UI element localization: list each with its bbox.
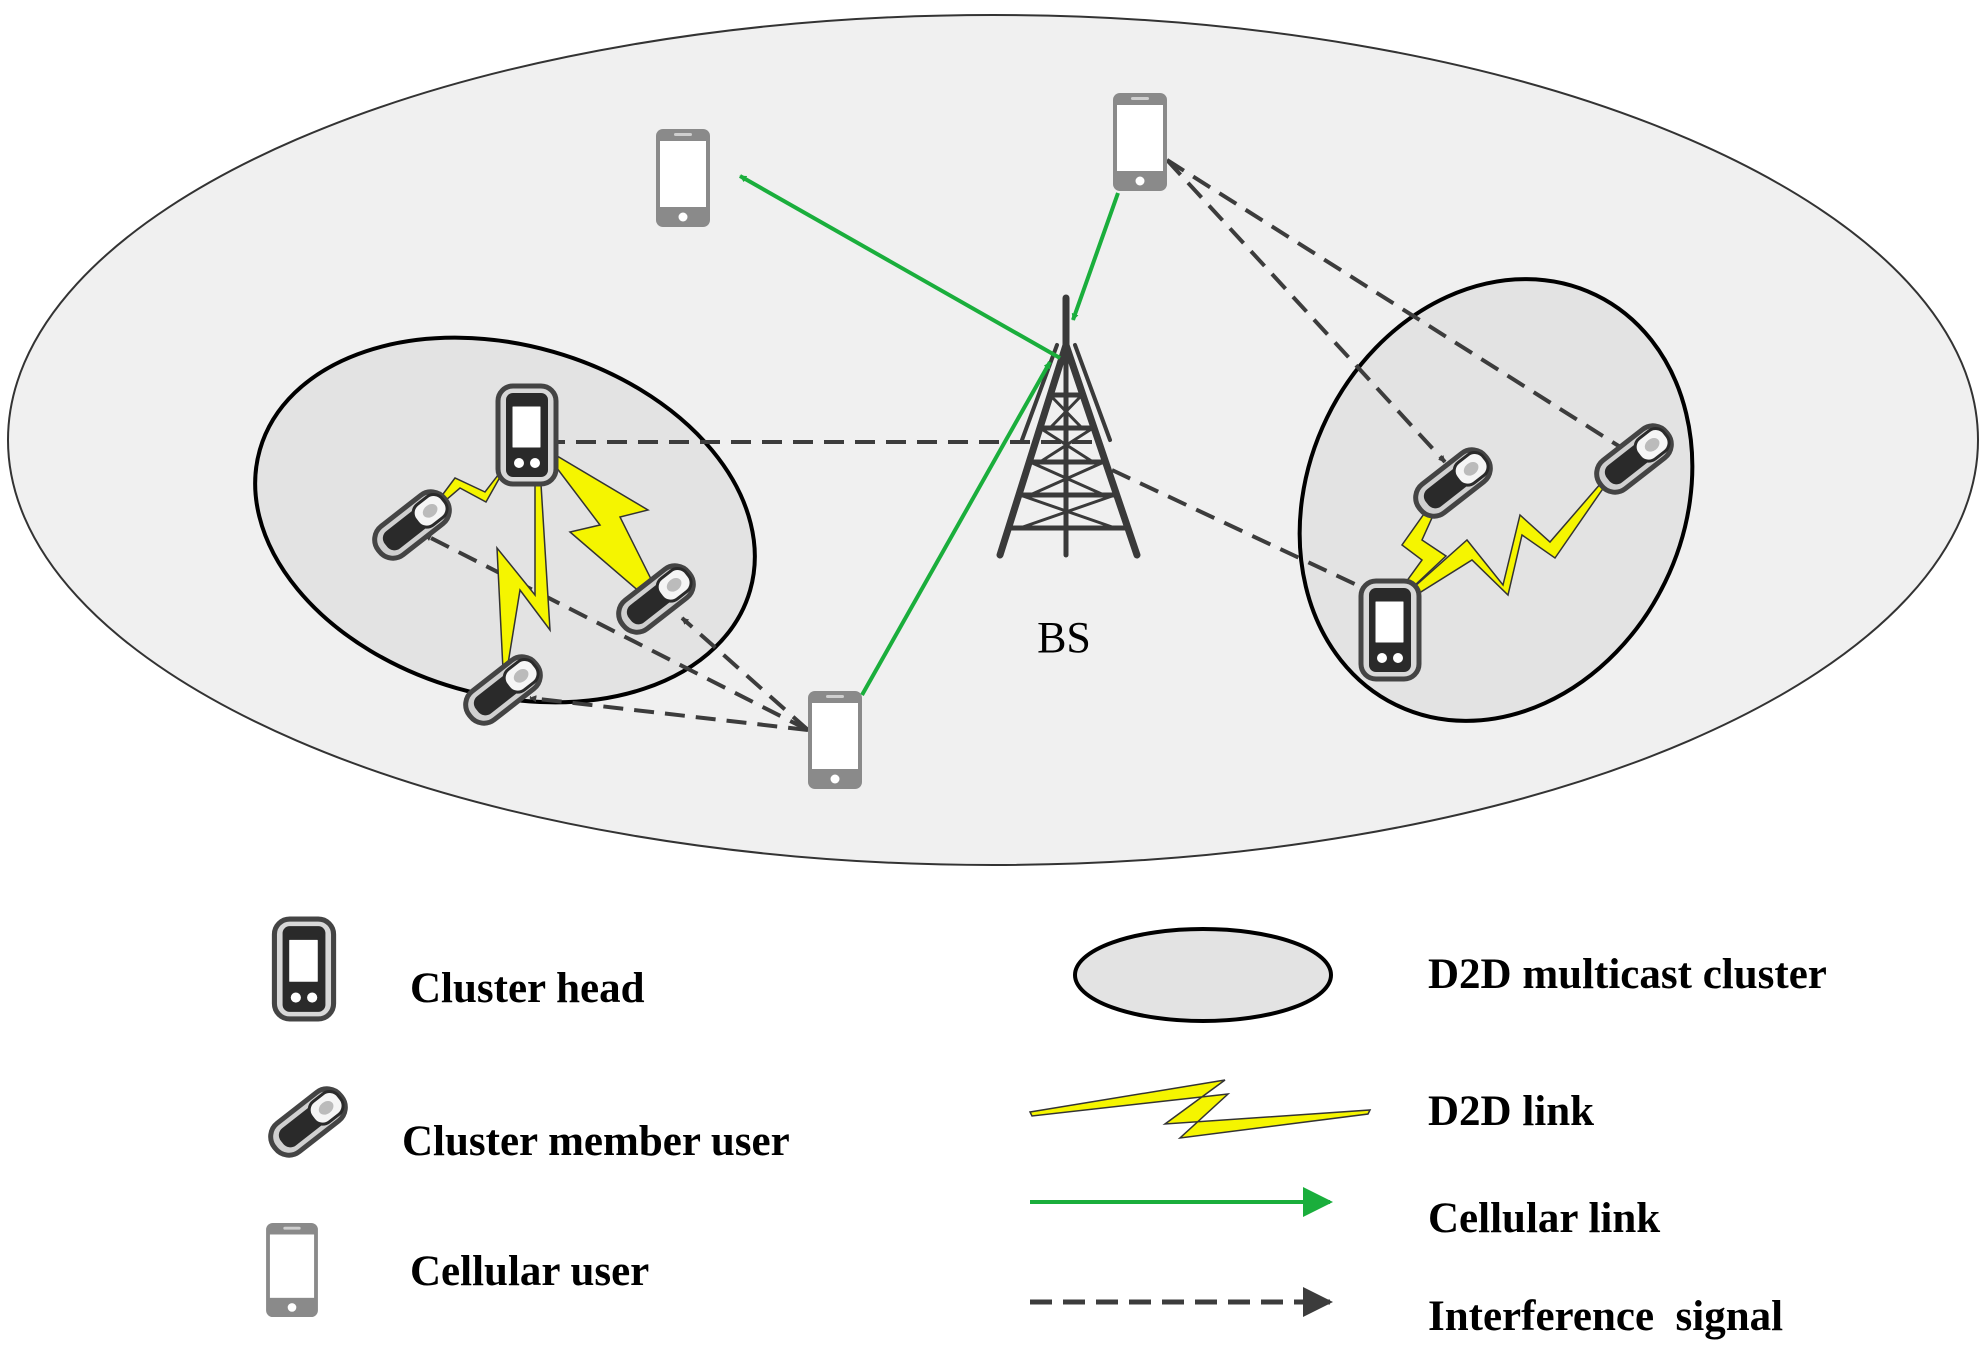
legend-d2d-link-swatch: [1028, 1079, 1372, 1140]
interference-signals: [424, 158, 1627, 732]
cellular-user-top-right: [1113, 93, 1167, 191]
cellular-link-top-right-user-to-bs: [1071, 192, 1120, 321]
legend-cluster-head-icon: [274, 919, 333, 1019]
cellular-user-top-left: [656, 129, 710, 227]
interference-ue-to-right-member1: [1165, 158, 1447, 464]
cellular-user-bottom: [808, 691, 862, 789]
legend-d2d-cluster-swatch: [1073, 927, 1333, 1023]
legend-cellular-user-icon: [266, 1222, 318, 1318]
cluster-head-right: [1361, 581, 1419, 679]
interference-ue-to-left-member3: [529, 695, 809, 732]
interference-ue-to-left-member1: [424, 533, 809, 732]
cellular-link-bs-to-top-left-user: [739, 174, 1061, 360]
legend-cluster-member-label: Cluster member user: [402, 1118, 790, 1165]
legend-cellular-link-label: Cellular link: [1428, 1195, 1660, 1242]
cellular-link-bottom-user-to-bs: [860, 361, 1052, 696]
interference-ue-to-left-member2: [680, 616, 810, 732]
legend: Cluster head Cluster member user Cellula…: [264, 919, 1827, 1340]
legend-d2d-cluster-label: D2D multicast cluster: [1428, 951, 1827, 998]
legend-cluster-head-label: Cluster head: [410, 965, 645, 1012]
legend-cluster-member-icon: [264, 1082, 352, 1162]
cellular-links: [739, 174, 1120, 696]
interference-ue-to-right-member2: [1165, 158, 1627, 452]
cluster-head-left: [498, 386, 556, 484]
base-station-tower-icon: [996, 294, 1141, 559]
legend-d2d-link-label: D2D link: [1428, 1088, 1594, 1135]
interference-bs-to-right-head: [1111, 468, 1379, 597]
legend-cellular-user-label: Cellular user: [410, 1248, 649, 1295]
base-station-label: BS: [1037, 613, 1091, 662]
legend-interference-label: Interference signal: [1428, 1293, 1783, 1340]
